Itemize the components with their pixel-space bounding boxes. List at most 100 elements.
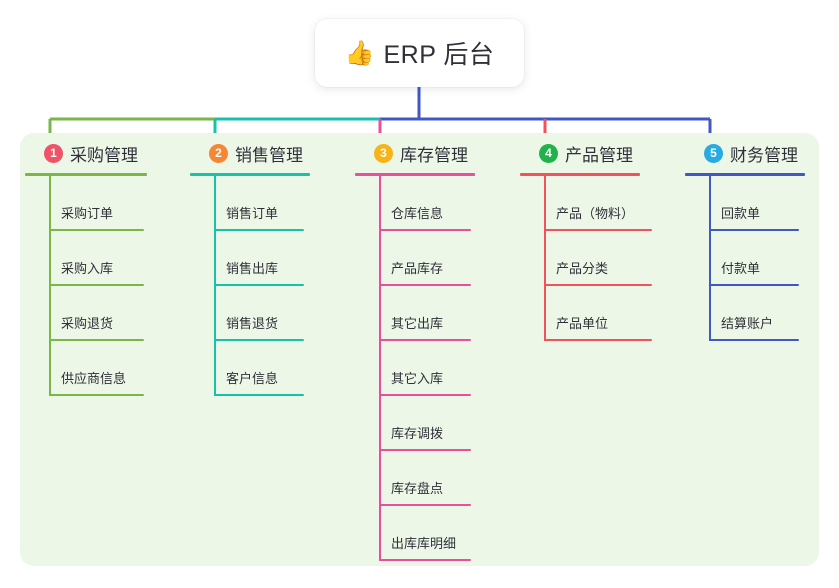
column-number-badge: 2 [209,143,228,163]
menu-item-label: 产品单位 [556,316,609,331]
column-spine [544,176,546,341]
menu-item-rule [49,229,144,231]
module-column-3: 3 库存管理仓库信息产品库存其它出库其它入库库存调拨库存盘点出库库明细 [355,140,480,561]
menu-item[interactable]: 采购订单 [49,176,150,231]
column-header-2[interactable]: 2 销售管理 [190,140,315,166]
menu-item[interactable]: 仓库信息 [379,176,480,231]
menu-item-label: 出库库明细 [391,536,457,551]
menu-item-label: 采购订单 [61,206,114,221]
menu-item-rule [379,339,471,341]
menu-item[interactable]: 付款单 [709,231,810,286]
column-title: 销售管理 [235,145,303,165]
menu-item-rule [49,284,144,286]
menu-item[interactable]: 客户信息 [214,341,315,396]
menu-item-rule [379,504,471,506]
column-title: 财务管理 [730,145,798,165]
menu-item-rule [544,284,652,286]
menu-item-label: 客户信息 [226,371,279,386]
menu-item-label: 库存调拨 [391,426,444,441]
menu-item-rule [379,284,471,286]
menu-item-label: 仓库信息 [391,206,444,221]
menu-item[interactable]: 产品（物料） [544,176,652,231]
page-title: ERP 后台 [383,41,495,69]
column-number-badge: 5 [704,143,723,163]
menu-item[interactable]: 产品分类 [544,231,652,286]
menu-item-rule [49,339,144,341]
menu-item-rule [709,339,799,341]
column-title: 产品管理 [565,145,633,165]
column-items: 采购订单采购入库采购退货供应商信息 [25,176,150,396]
menu-item[interactable]: 出库库明细 [379,506,480,561]
column-header-4[interactable]: 4 产品管理 [520,140,645,166]
menu-item-rule [214,284,304,286]
column-spine [214,176,216,396]
menu-item[interactable]: 回款单 [709,176,810,231]
menu-item-label: 销售订单 [226,206,279,221]
menu-item-label: 库存盘点 [391,481,444,496]
menu-item[interactable]: 销售出库 [214,231,315,286]
menu-item[interactable]: 采购入库 [49,231,150,286]
menu-item[interactable]: 结算账户 [709,286,810,341]
menu-item-rule [214,229,304,231]
column-number-badge: 3 [374,143,393,163]
menu-item-label: 销售退货 [226,316,279,331]
column-header-rule [25,173,147,176]
column-items: 产品（物料） 产品分类产品单位 [520,176,652,341]
column-header-1[interactable]: 1 采购管理 [25,140,150,166]
column-number-badge: 1 [44,143,63,163]
menu-item-rule [214,394,304,396]
menu-item-rule [379,394,471,396]
menu-item-label: 供应商信息 [61,371,127,386]
menu-item-rule [709,284,799,286]
module-column-5: 5 财务管理回款单付款单结算账户 [685,140,810,341]
menu-item[interactable]: 销售订单 [214,176,315,231]
menu-item-label: 产品分类 [556,261,609,276]
root-title-card: 👍 ERP 后台 [315,19,524,87]
menu-item-rule [544,339,652,341]
menu-item-label: 回款单 [721,206,761,221]
thumbs-up-icon: 👍 [344,40,375,67]
menu-item-label: 产品库存 [391,261,444,276]
menu-item-label: 采购退货 [61,316,114,331]
menu-item[interactable]: 销售退货 [214,286,315,341]
menu-item-label: 采购入库 [61,261,114,276]
module-column-4: 4 产品管理产品（物料） 产品分类产品单位 [520,140,652,341]
column-header-3[interactable]: 3 库存管理 [355,140,480,166]
column-items: 销售订单销售出库销售退货客户信息 [190,176,315,396]
menu-item[interactable]: 其它入库 [379,341,480,396]
column-header-rule [190,173,310,176]
column-spine [49,176,51,396]
column-items: 回款单付款单结算账户 [685,176,810,341]
menu-item-rule [379,449,471,451]
menu-item-rule [379,559,471,561]
menu-item-rule [379,229,471,231]
modules-panel [20,133,819,566]
menu-item-label: 销售出库 [226,261,279,276]
menu-item[interactable]: 其它出库 [379,286,480,341]
column-spine [709,176,711,341]
menu-item-rule [709,229,799,231]
column-items: 仓库信息产品库存其它出库其它入库库存调拨库存盘点出库库明细 [355,176,480,561]
menu-item[interactable]: 库存调拨 [379,396,480,451]
menu-item[interactable]: 产品库存 [379,231,480,286]
module-column-1: 1 采购管理采购订单采购入库采购退货供应商信息 [25,140,150,396]
column-header-rule [685,173,805,176]
menu-item-label: 结算账户 [721,316,774,331]
menu-item-label: 其它入库 [391,371,444,386]
menu-item[interactable]: 产品单位 [544,286,652,341]
menu-item-rule [544,229,652,231]
column-title: 库存管理 [400,145,468,165]
column-header-rule [520,173,640,176]
menu-item-label: 产品（物料） [556,206,635,221]
menu-item[interactable]: 供应商信息 [49,341,150,396]
column-spine [379,176,381,561]
menu-item[interactable]: 库存盘点 [379,451,480,506]
menu-item[interactable]: 采购退货 [49,286,150,341]
column-header-rule [355,173,475,176]
menu-item-rule [214,339,304,341]
column-title: 采购管理 [70,145,138,165]
column-number-badge: 4 [539,143,558,163]
column-header-5[interactable]: 5 财务管理 [685,140,810,166]
menu-item-label: 其它出库 [391,316,444,331]
